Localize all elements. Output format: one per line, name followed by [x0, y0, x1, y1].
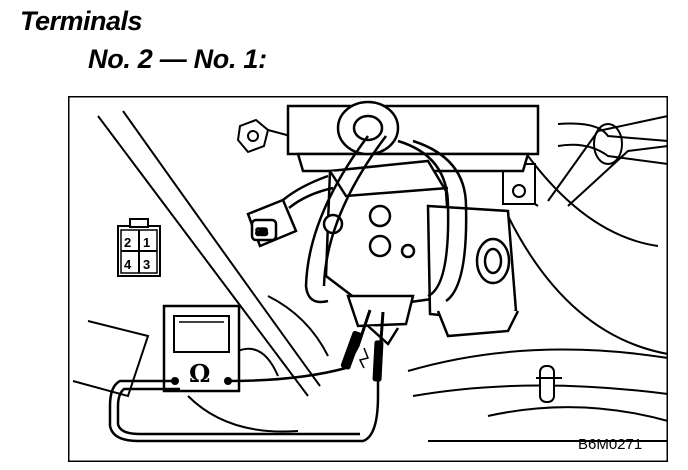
- pin-label-2: 2: [124, 235, 131, 250]
- section-title: Terminals: [20, 6, 143, 36]
- terminal-pair-label: No. 2 — No. 1:: [88, 44, 267, 74]
- vehicle-connector: 8B: [246, 174, 334, 248]
- ohmmeter-icon: Ω: [162, 304, 241, 393]
- pin-label-1: 1: [143, 235, 150, 250]
- illustration-canvas: 8B 2 1 4 3 Ω: [68, 96, 668, 462]
- pin-label-4: 4: [124, 257, 132, 272]
- pin-label-3: 3: [143, 257, 150, 272]
- valve-upper-housing: [286, 100, 540, 173]
- mounting-bolt: [236, 118, 299, 154]
- inspection-illustration: 8B 2 1 4 3 Ω: [68, 96, 668, 462]
- test-probes: [340, 309, 385, 382]
- figure-code: B6M0271: [578, 436, 642, 453]
- vehicle-connector-label: 8B: [256, 227, 268, 237]
- connector-pin-diagram-icon: 2 1 4 3: [117, 218, 161, 277]
- vacuum-hose: [304, 135, 468, 304]
- ohm-symbol: Ω: [189, 359, 210, 388]
- engine-background-lines: [72, 104, 668, 442]
- solenoid-valve-body: [322, 159, 520, 346]
- meter-leads: [108, 366, 380, 443]
- bracket-clip: [536, 365, 562, 403]
